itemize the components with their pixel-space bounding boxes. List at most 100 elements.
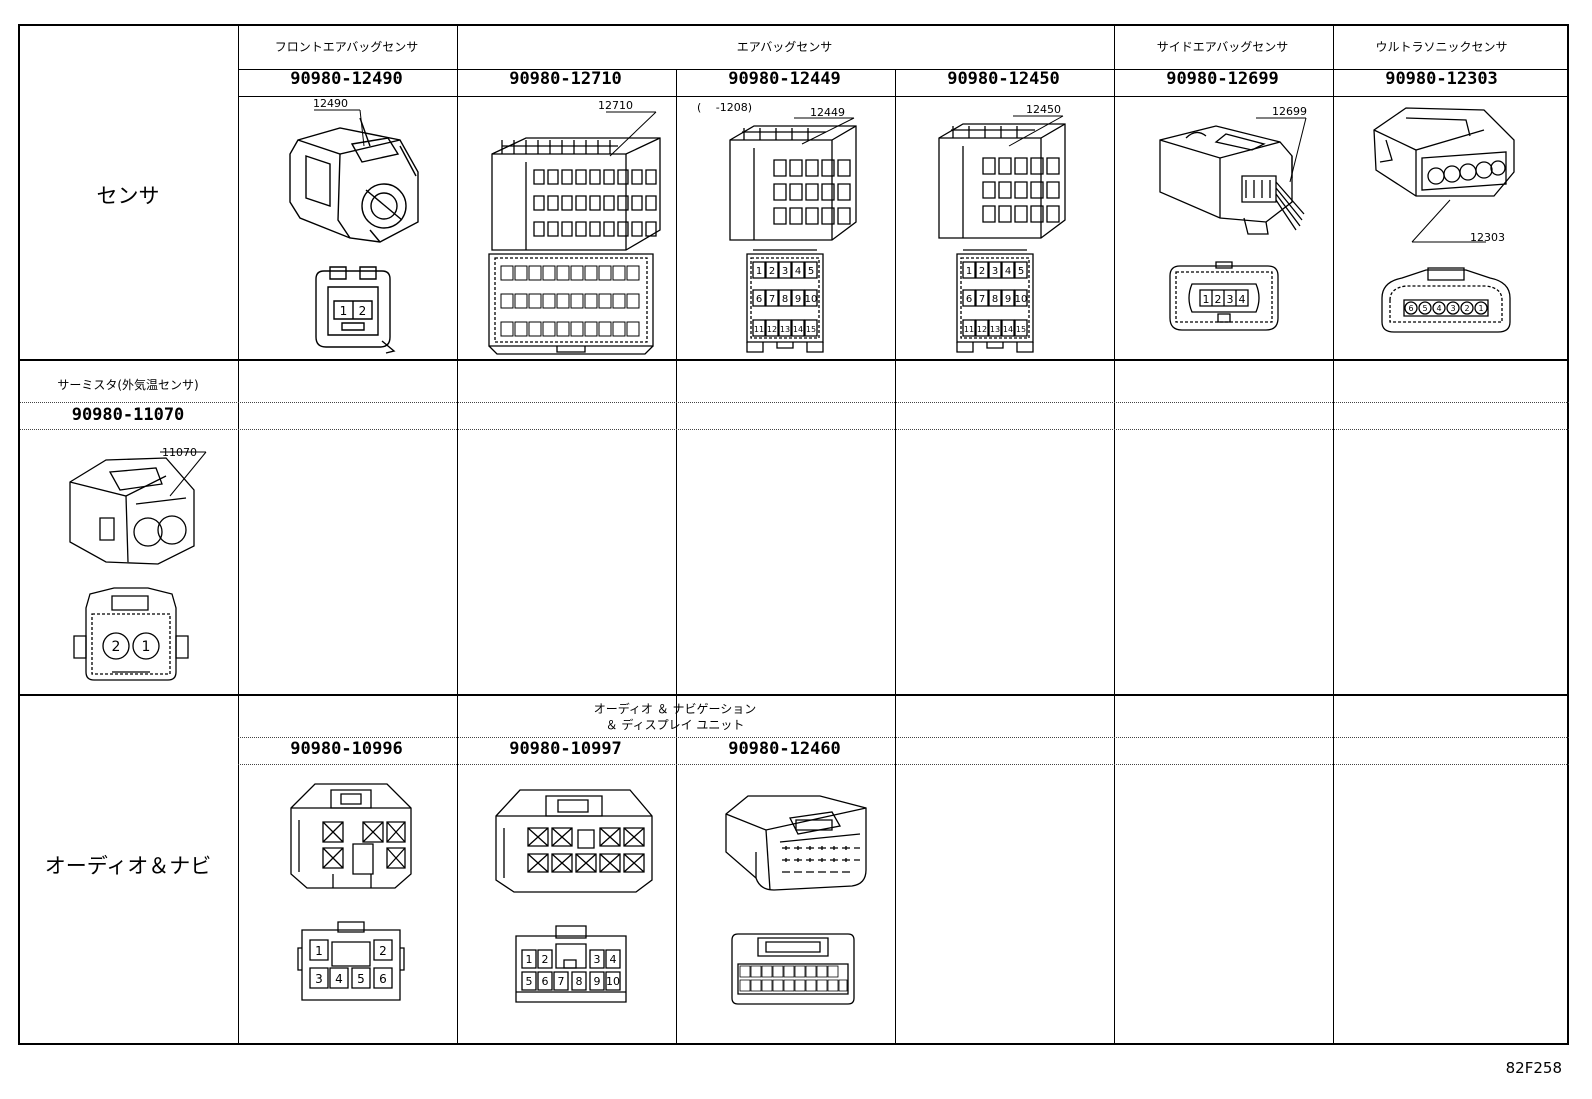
pin-label: 2 bbox=[1464, 304, 1469, 313]
pin-label: 8 bbox=[576, 975, 583, 988]
pin-label: 2 bbox=[1215, 293, 1222, 306]
row-line bbox=[238, 96, 1569, 97]
connector-12450-front-drawing: 1 2 3 4 5 6 7 8 9 10 11 12 13 14 15 bbox=[953, 250, 1037, 354]
pin-label: 6 bbox=[756, 294, 762, 305]
callout-1208: ( -1208) bbox=[697, 101, 753, 114]
part-number-10997: 90980-10997 bbox=[509, 739, 622, 759]
pin-label: 6 bbox=[1408, 304, 1413, 313]
connector-11070-iso-drawing bbox=[66, 452, 216, 570]
row-line bbox=[238, 764, 1569, 765]
part-number-10996: 90980-10996 bbox=[290, 739, 403, 759]
part-number-12710: 90980-12710 bbox=[509, 69, 622, 89]
pin-label: 3 bbox=[315, 972, 323, 986]
pin-label: 3 bbox=[1450, 304, 1455, 313]
pin-label: 4 bbox=[1239, 293, 1246, 306]
group-label-audio: オーディオ＆ナビ bbox=[44, 854, 212, 878]
figure-code: 82F258 bbox=[1505, 1059, 1562, 1077]
connector-10997-front-drawing: 1 2 3 4 5 6 7 8 9 10 bbox=[512, 922, 630, 1006]
callout-12450: 12450 bbox=[1026, 103, 1061, 116]
callout-12710: 12710 bbox=[598, 99, 633, 112]
group-label-thermistor: サーミスタ(外気温センサ) bbox=[57, 378, 199, 392]
pin-label: 5 bbox=[1018, 266, 1024, 277]
connector-12490-front-drawing: 1 2 bbox=[308, 265, 398, 355]
pin-label: 4 bbox=[610, 953, 617, 966]
pin-label: 15 bbox=[1016, 325, 1026, 334]
pin-label: 4 bbox=[1436, 304, 1441, 313]
row-line bbox=[20, 359, 1569, 361]
pin-label: 2 bbox=[359, 304, 367, 318]
col-line bbox=[1114, 26, 1115, 1045]
col-line bbox=[457, 26, 458, 1045]
pin-label: 15 bbox=[806, 325, 816, 334]
pin-label: 6 bbox=[966, 294, 972, 305]
pin-label: 1 bbox=[315, 944, 323, 958]
header-front-airbag: フロントエアバッグセンサ bbox=[274, 40, 419, 54]
part-number-11070: 90980-11070 bbox=[71, 405, 185, 425]
connector-12490-iso-drawing bbox=[280, 110, 430, 250]
pin-label: 3 bbox=[992, 266, 998, 277]
pin-label: 4 bbox=[795, 266, 801, 277]
pin-label: 1 bbox=[966, 266, 972, 277]
col-line bbox=[676, 359, 677, 1045]
connector-12450-iso-drawing bbox=[937, 116, 1077, 246]
pin-label: 2 bbox=[542, 953, 549, 966]
callout-12449: 12449 bbox=[810, 106, 845, 119]
part-number-12450: 90980-12450 bbox=[947, 69, 1060, 89]
connector-11070-front-drawing: 2 1 bbox=[72, 588, 190, 684]
header-side-airbag: サイドエアバッグセンサ bbox=[1156, 40, 1289, 54]
part-number-12449: 90980-12449 bbox=[728, 69, 841, 89]
pin-label: 12 bbox=[767, 325, 777, 334]
connector-12699-front-drawing: 1 2 3 4 bbox=[1166, 262, 1282, 334]
pin-label: 7 bbox=[979, 294, 985, 305]
part-number-12699: 90980-12699 bbox=[1166, 69, 1279, 89]
pin-label: 5 bbox=[526, 975, 533, 988]
callout-12490: 12490 bbox=[313, 97, 348, 110]
connector-12449-front-drawing: 1 2 3 4 5 6 7 8 9 10 11 12 13 14 15 bbox=[743, 250, 827, 354]
connector-10997-iso-drawing bbox=[492, 786, 658, 896]
row-line bbox=[238, 737, 1569, 738]
col-line bbox=[676, 69, 677, 359]
pin-label: 10 bbox=[606, 975, 620, 988]
header-ultrasonic: ウルトラソニックセンサ bbox=[1375, 40, 1508, 54]
pin-label: 9 bbox=[1005, 294, 1011, 305]
part-number-12490: 90980-12490 bbox=[290, 69, 403, 89]
pin-label: 6 bbox=[379, 972, 387, 986]
header-airbag: エアバッグセンサ bbox=[736, 40, 833, 54]
pin-label: 2 bbox=[112, 639, 121, 655]
pin-label: 14 bbox=[793, 325, 803, 334]
connector-12460-iso-drawing bbox=[720, 790, 870, 894]
callout-12303: 12303 bbox=[1470, 231, 1505, 244]
pin-label: 9 bbox=[594, 975, 601, 988]
pin-label: 1 bbox=[756, 266, 762, 277]
pin-label: 1 bbox=[340, 304, 348, 318]
row-line bbox=[20, 429, 1569, 430]
connector-12699-iso-drawing bbox=[1156, 118, 1316, 238]
col-line bbox=[895, 69, 896, 1045]
pin-label: 10 bbox=[1015, 294, 1028, 305]
pin-label: 1 bbox=[1478, 304, 1483, 313]
pin-label: 5 bbox=[1422, 304, 1427, 313]
pin-label: 1 bbox=[142, 639, 151, 655]
pin-label: 2 bbox=[769, 266, 775, 277]
header-audio-nav-line1: オーディオ ＆ ナビゲーション bbox=[593, 702, 757, 716]
pin-label: 7 bbox=[769, 294, 775, 305]
pin-label: 7 bbox=[558, 975, 565, 988]
pin-label: 1 bbox=[526, 953, 533, 966]
connector-12303-iso-drawing bbox=[1366, 100, 1526, 250]
pin-label: 14 bbox=[1003, 325, 1013, 334]
pin-label: 4 bbox=[1005, 266, 1011, 277]
pin-label: 3 bbox=[1227, 293, 1234, 306]
row-line bbox=[20, 694, 1569, 696]
pin-label: 4 bbox=[335, 972, 343, 986]
callout-12699: 12699 bbox=[1272, 105, 1307, 118]
connector-10996-front-drawing: 1 2 3 4 5 6 bbox=[298, 918, 404, 1004]
connector-table bbox=[18, 24, 1569, 1045]
part-number-12460: 90980-12460 bbox=[728, 739, 841, 759]
pin-label: 1 bbox=[1203, 293, 1210, 306]
header-audio-nav-line2: ＆ ディスプレイ ユニット bbox=[605, 718, 745, 732]
row-line bbox=[238, 69, 1569, 70]
pin-label: 5 bbox=[357, 972, 365, 986]
pin-label: 9 bbox=[795, 294, 801, 305]
pin-label: 3 bbox=[594, 953, 601, 966]
connector-12710-iso-drawing bbox=[490, 112, 670, 252]
